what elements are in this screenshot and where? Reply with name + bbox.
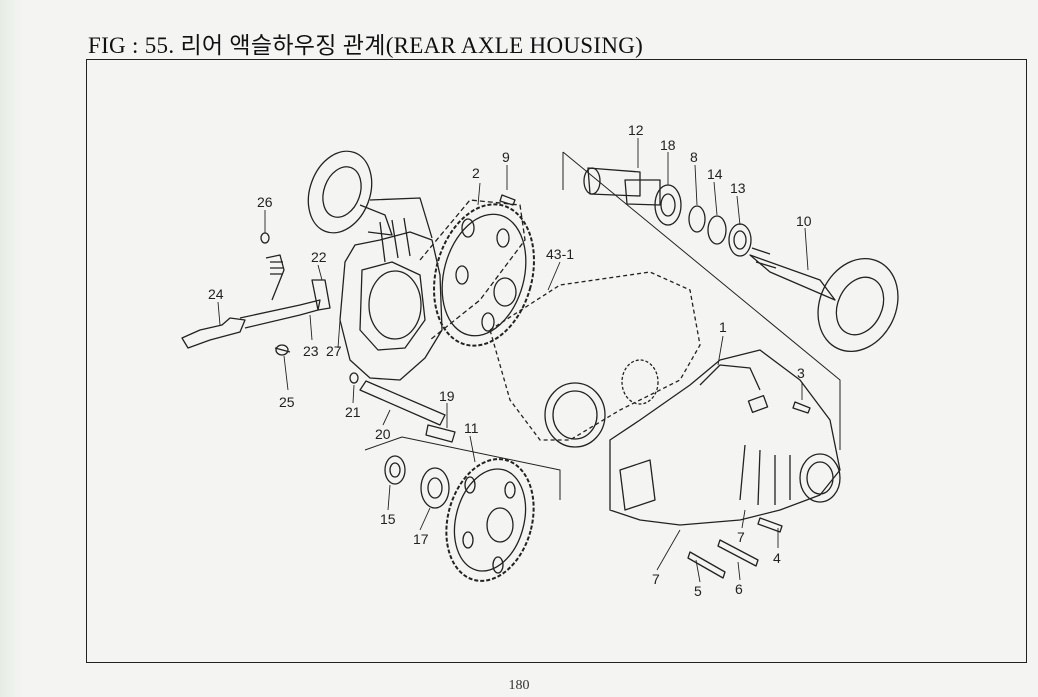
label-7a: 7	[737, 529, 745, 545]
shaft	[359, 380, 446, 426]
bolt-6	[717, 539, 759, 567]
brake-lever-assembly	[181, 232, 331, 356]
label-23: 23	[303, 343, 319, 359]
oil-seal	[384, 455, 406, 485]
left-gasket	[419, 199, 526, 341]
label-25: 25	[279, 394, 295, 410]
large-gear	[433, 203, 535, 347]
label-10: 10	[796, 213, 812, 229]
label-13: 13	[730, 180, 746, 196]
label-11: 11	[464, 420, 479, 436]
label-7b: 7	[652, 571, 660, 587]
diagram-frame	[86, 59, 1027, 663]
label-22: 22	[311, 249, 327, 265]
label-17: 17	[413, 531, 429, 547]
label-12: 12	[628, 122, 644, 138]
bearing	[420, 467, 450, 509]
label-27: 27	[326, 343, 342, 359]
label-43-1: 43-1	[546, 246, 574, 262]
label-20: 20	[375, 426, 391, 442]
part-labels: 1 2 3 4 5 6 7 7 8 9 10 11 12 13 14 15 17…	[208, 122, 812, 599]
scan-edge	[0, 0, 22, 697]
page-number: 180	[508, 678, 530, 693]
label-26: 26	[257, 194, 273, 210]
label-18: 18	[660, 137, 676, 153]
bolt-5	[687, 551, 726, 579]
label-2: 2	[472, 165, 480, 181]
right-axle-housing	[609, 349, 841, 526]
label-5: 5	[694, 583, 702, 599]
left-axle-flange	[307, 150, 393, 236]
label-14: 14	[707, 166, 723, 182]
bolt-3	[792, 401, 811, 414]
label-19: 19	[439, 388, 455, 404]
page-title: FIG : 55. 리어 액슬하우징 관계(REAR AXLE HOUSING)	[88, 33, 644, 58]
right-axle-shaft	[749, 247, 899, 353]
label-1: 1	[719, 319, 727, 335]
label-21: 21	[345, 404, 361, 420]
bolt-4	[757, 517, 783, 533]
label-8: 8	[690, 149, 698, 165]
label-3: 3	[797, 365, 805, 381]
label-6: 6	[735, 581, 743, 597]
leader-lines	[217, 138, 809, 583]
bolt-9	[499, 194, 516, 206]
pin	[425, 424, 456, 443]
washer	[349, 372, 359, 384]
label-15: 15	[380, 511, 396, 527]
bearing-stack	[583, 167, 752, 257]
left-gear-housing	[339, 197, 443, 381]
lower-gear	[445, 458, 535, 582]
center-gasket	[489, 271, 701, 448]
label-9: 9	[502, 149, 510, 165]
label-24: 24	[208, 286, 224, 302]
label-4: 4	[773, 550, 781, 566]
